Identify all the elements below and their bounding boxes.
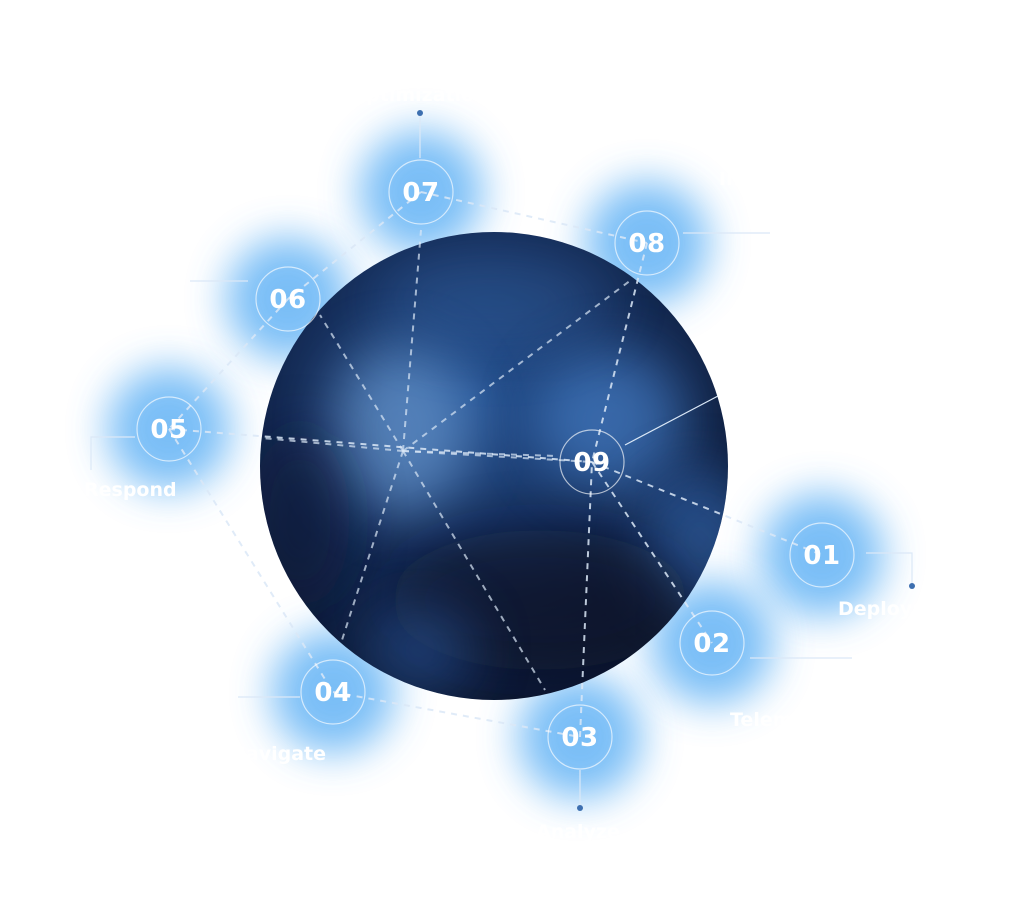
connector-05-04 bbox=[168, 428, 334, 693]
node-09: 09 bbox=[559, 429, 625, 495]
sphere-spoke-7 bbox=[402, 450, 546, 691]
connector-lines bbox=[168, 191, 823, 738]
node-ring-02 bbox=[679, 610, 745, 676]
node-number-02: 02 bbox=[693, 629, 730, 659]
connector-08-09 bbox=[591, 242, 648, 463]
central-sphere bbox=[260, 232, 728, 700]
connector-04-03 bbox=[332, 691, 581, 738]
node-label-02: Telemetry bbox=[730, 709, 837, 731]
sphere-spoke-6 bbox=[341, 450, 404, 641]
node-number-01: 01 bbox=[803, 541, 840, 571]
node-label-07: Optimization bbox=[350, 84, 488, 106]
node-number-04: 04 bbox=[314, 678, 351, 708]
node-ring-03 bbox=[547, 704, 613, 770]
node-06: 06 bbox=[255, 266, 321, 332]
node-number-03: 03 bbox=[561, 723, 598, 753]
node-07: 07 Optimization bbox=[350, 84, 488, 225]
node-number-08: 08 bbox=[628, 229, 665, 259]
node-ring-08 bbox=[614, 210, 680, 276]
node-number-05: 05 bbox=[150, 415, 187, 445]
node-label-05: Respond bbox=[84, 479, 177, 501]
node-ring-05 bbox=[136, 396, 202, 462]
leader-line-01 bbox=[866, 552, 913, 584]
node-ring-09 bbox=[559, 429, 625, 495]
connector-09-01 bbox=[591, 461, 823, 556]
node-group: 01Deployment02Telemetry03Analyze04Naviga… bbox=[84, 84, 968, 843]
connector-07-08 bbox=[420, 191, 648, 244]
sphere-spoke-1 bbox=[402, 229, 422, 452]
node-ring-04 bbox=[300, 659, 366, 725]
node-label-03: Analyze bbox=[536, 821, 620, 843]
node-ring-01 bbox=[789, 522, 855, 588]
node-number-06: 06 bbox=[269, 285, 306, 315]
leader-dot-03 bbox=[577, 805, 583, 811]
leader-line-09 bbox=[624, 395, 719, 446]
leader-line-05 bbox=[90, 436, 135, 470]
node-ring-07 bbox=[388, 159, 454, 225]
node-glow-01 bbox=[760, 493, 884, 617]
node-08: 08 Intelligence bbox=[614, 168, 845, 276]
node-number-09: 09 bbox=[573, 448, 610, 478]
leader-dot-01 bbox=[909, 583, 915, 589]
node-label-08: Intelligence bbox=[719, 168, 845, 190]
connector-03-09 bbox=[579, 461, 593, 738]
sphere-spoke-3 bbox=[319, 314, 404, 452]
connector-06-05 bbox=[168, 298, 289, 430]
node-label-01: Deployment bbox=[838, 598, 968, 620]
connector-09-02 bbox=[591, 461, 713, 644]
connector-07-06 bbox=[287, 191, 422, 300]
node-number-07: 07 bbox=[402, 178, 439, 208]
node-ring-06 bbox=[255, 266, 321, 332]
leader-dot-07 bbox=[417, 110, 423, 116]
node-label-04: Navigate bbox=[230, 743, 326, 765]
connector-05-09 bbox=[168, 428, 593, 463]
label-leader-lines bbox=[90, 110, 915, 811]
